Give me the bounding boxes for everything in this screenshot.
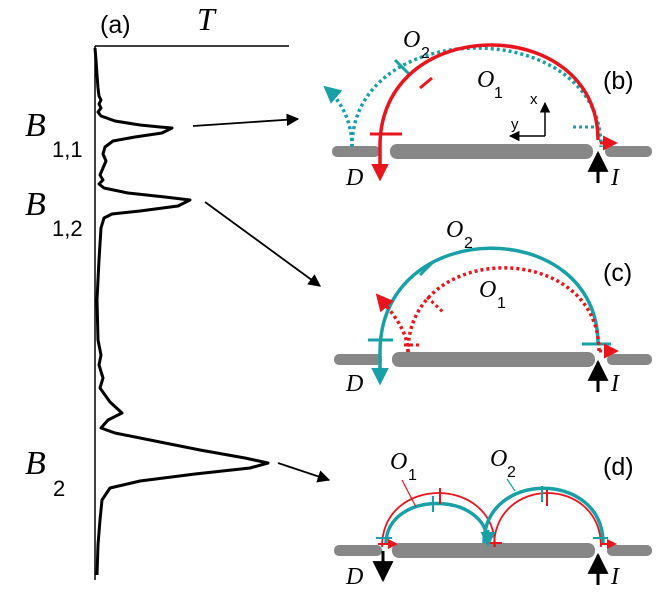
svg-text:1: 1 <box>494 85 503 102</box>
orbit-o2-dotted <box>350 46 603 148</box>
sample-edge-right <box>607 545 652 556</box>
sample-center <box>390 144 593 159</box>
sample-edge-left <box>332 146 380 157</box>
panel-b: (b) O 2 O 1 D I x y <box>323 27 652 191</box>
contact-label-i-c: I <box>610 371 620 397</box>
panel-d-label: (d) <box>603 453 634 481</box>
svg-text:O: O <box>403 27 420 53</box>
coordinate-axes: x y <box>508 91 551 142</box>
svg-text:B: B <box>25 186 46 223</box>
panel-b-label: (b) <box>603 67 634 95</box>
svg-text:2: 2 <box>421 45 430 62</box>
contact-label-i-d: I <box>610 564 620 590</box>
orbit-label-o2-d: O 2 <box>490 446 516 481</box>
panel-d: (d) O 1 O 2 D I <box>334 446 652 590</box>
peak-label-b11: B 1,1 <box>25 107 83 162</box>
svg-text:B: B <box>25 445 46 482</box>
peak-label-b12: B 1,2 <box>25 186 83 241</box>
svg-text:O: O <box>479 277 496 303</box>
sample-center <box>392 352 595 367</box>
orbit-label-o1-d: O 1 <box>390 449 417 484</box>
panel-a-label: (a) <box>100 11 131 39</box>
panel-c-label: (c) <box>603 259 632 287</box>
axis-y-label: y <box>511 116 519 133</box>
red-tick-b1 <box>419 76 433 90</box>
sample-edge-right <box>607 354 652 365</box>
contact-label-d-d: D <box>345 564 363 590</box>
leader-o2 <box>506 478 516 492</box>
svg-text:O: O <box>477 67 494 93</box>
contact-label-i-b: I <box>610 165 620 191</box>
orbit-o1-skip <box>375 293 410 353</box>
panel-c: (c) O 2 O 1 D I <box>334 217 652 397</box>
peak-label-b2: B 2 <box>25 445 65 501</box>
svg-text:B: B <box>25 107 46 144</box>
orbit-label-o2-c: O 2 <box>446 217 473 252</box>
teal-tick-c1 <box>418 261 434 277</box>
sample-center <box>392 543 595 558</box>
teal-tick-b1 <box>393 58 412 77</box>
orbit-o2-skip <box>323 85 354 148</box>
svg-text:2: 2 <box>53 476 65 501</box>
axis-x-label: x <box>530 91 538 108</box>
transmission-axis-title: T <box>197 1 217 37</box>
peak-pointers <box>192 113 331 483</box>
sample-edge-left <box>334 545 382 556</box>
pointer-arrow-d <box>277 462 331 483</box>
contact-label-d-b: D <box>345 165 363 191</box>
svg-text:O: O <box>490 446 507 472</box>
svg-text:O: O <box>446 217 463 243</box>
svg-text:2: 2 <box>464 235 473 252</box>
orbit-label-o1-c: O 1 <box>479 277 506 312</box>
transmission-curve <box>93 47 270 576</box>
orbit-label-o1-b: O 1 <box>477 67 503 102</box>
orbit-o1-left-loop <box>381 492 496 548</box>
svg-text:1: 1 <box>408 467 417 484</box>
panel-a: (a) T B 1,1 B 1,2 B 2 <box>25 1 289 580</box>
svg-text:1: 1 <box>497 295 506 312</box>
pointer-arrow-b <box>192 113 300 127</box>
svg-text:1,2: 1,2 <box>52 216 83 241</box>
red-tick-c1 <box>425 295 445 314</box>
svg-text:2: 2 <box>507 464 516 481</box>
leader-o1 <box>401 479 417 508</box>
orbit-label-o2-b: O 2 <box>403 27 430 62</box>
sample-edge-right <box>605 146 652 157</box>
pointer-arrow-c <box>204 201 322 287</box>
orbit-o2-right-loop <box>482 486 605 544</box>
svg-text:O: O <box>390 449 407 475</box>
orbit-o2-left-loop <box>384 501 490 545</box>
svg-text:1,1: 1,1 <box>52 137 83 162</box>
orbit-o1-solid <box>378 43 600 149</box>
contact-label-d-c: D <box>345 371 363 397</box>
sample-edge-left <box>334 354 382 365</box>
